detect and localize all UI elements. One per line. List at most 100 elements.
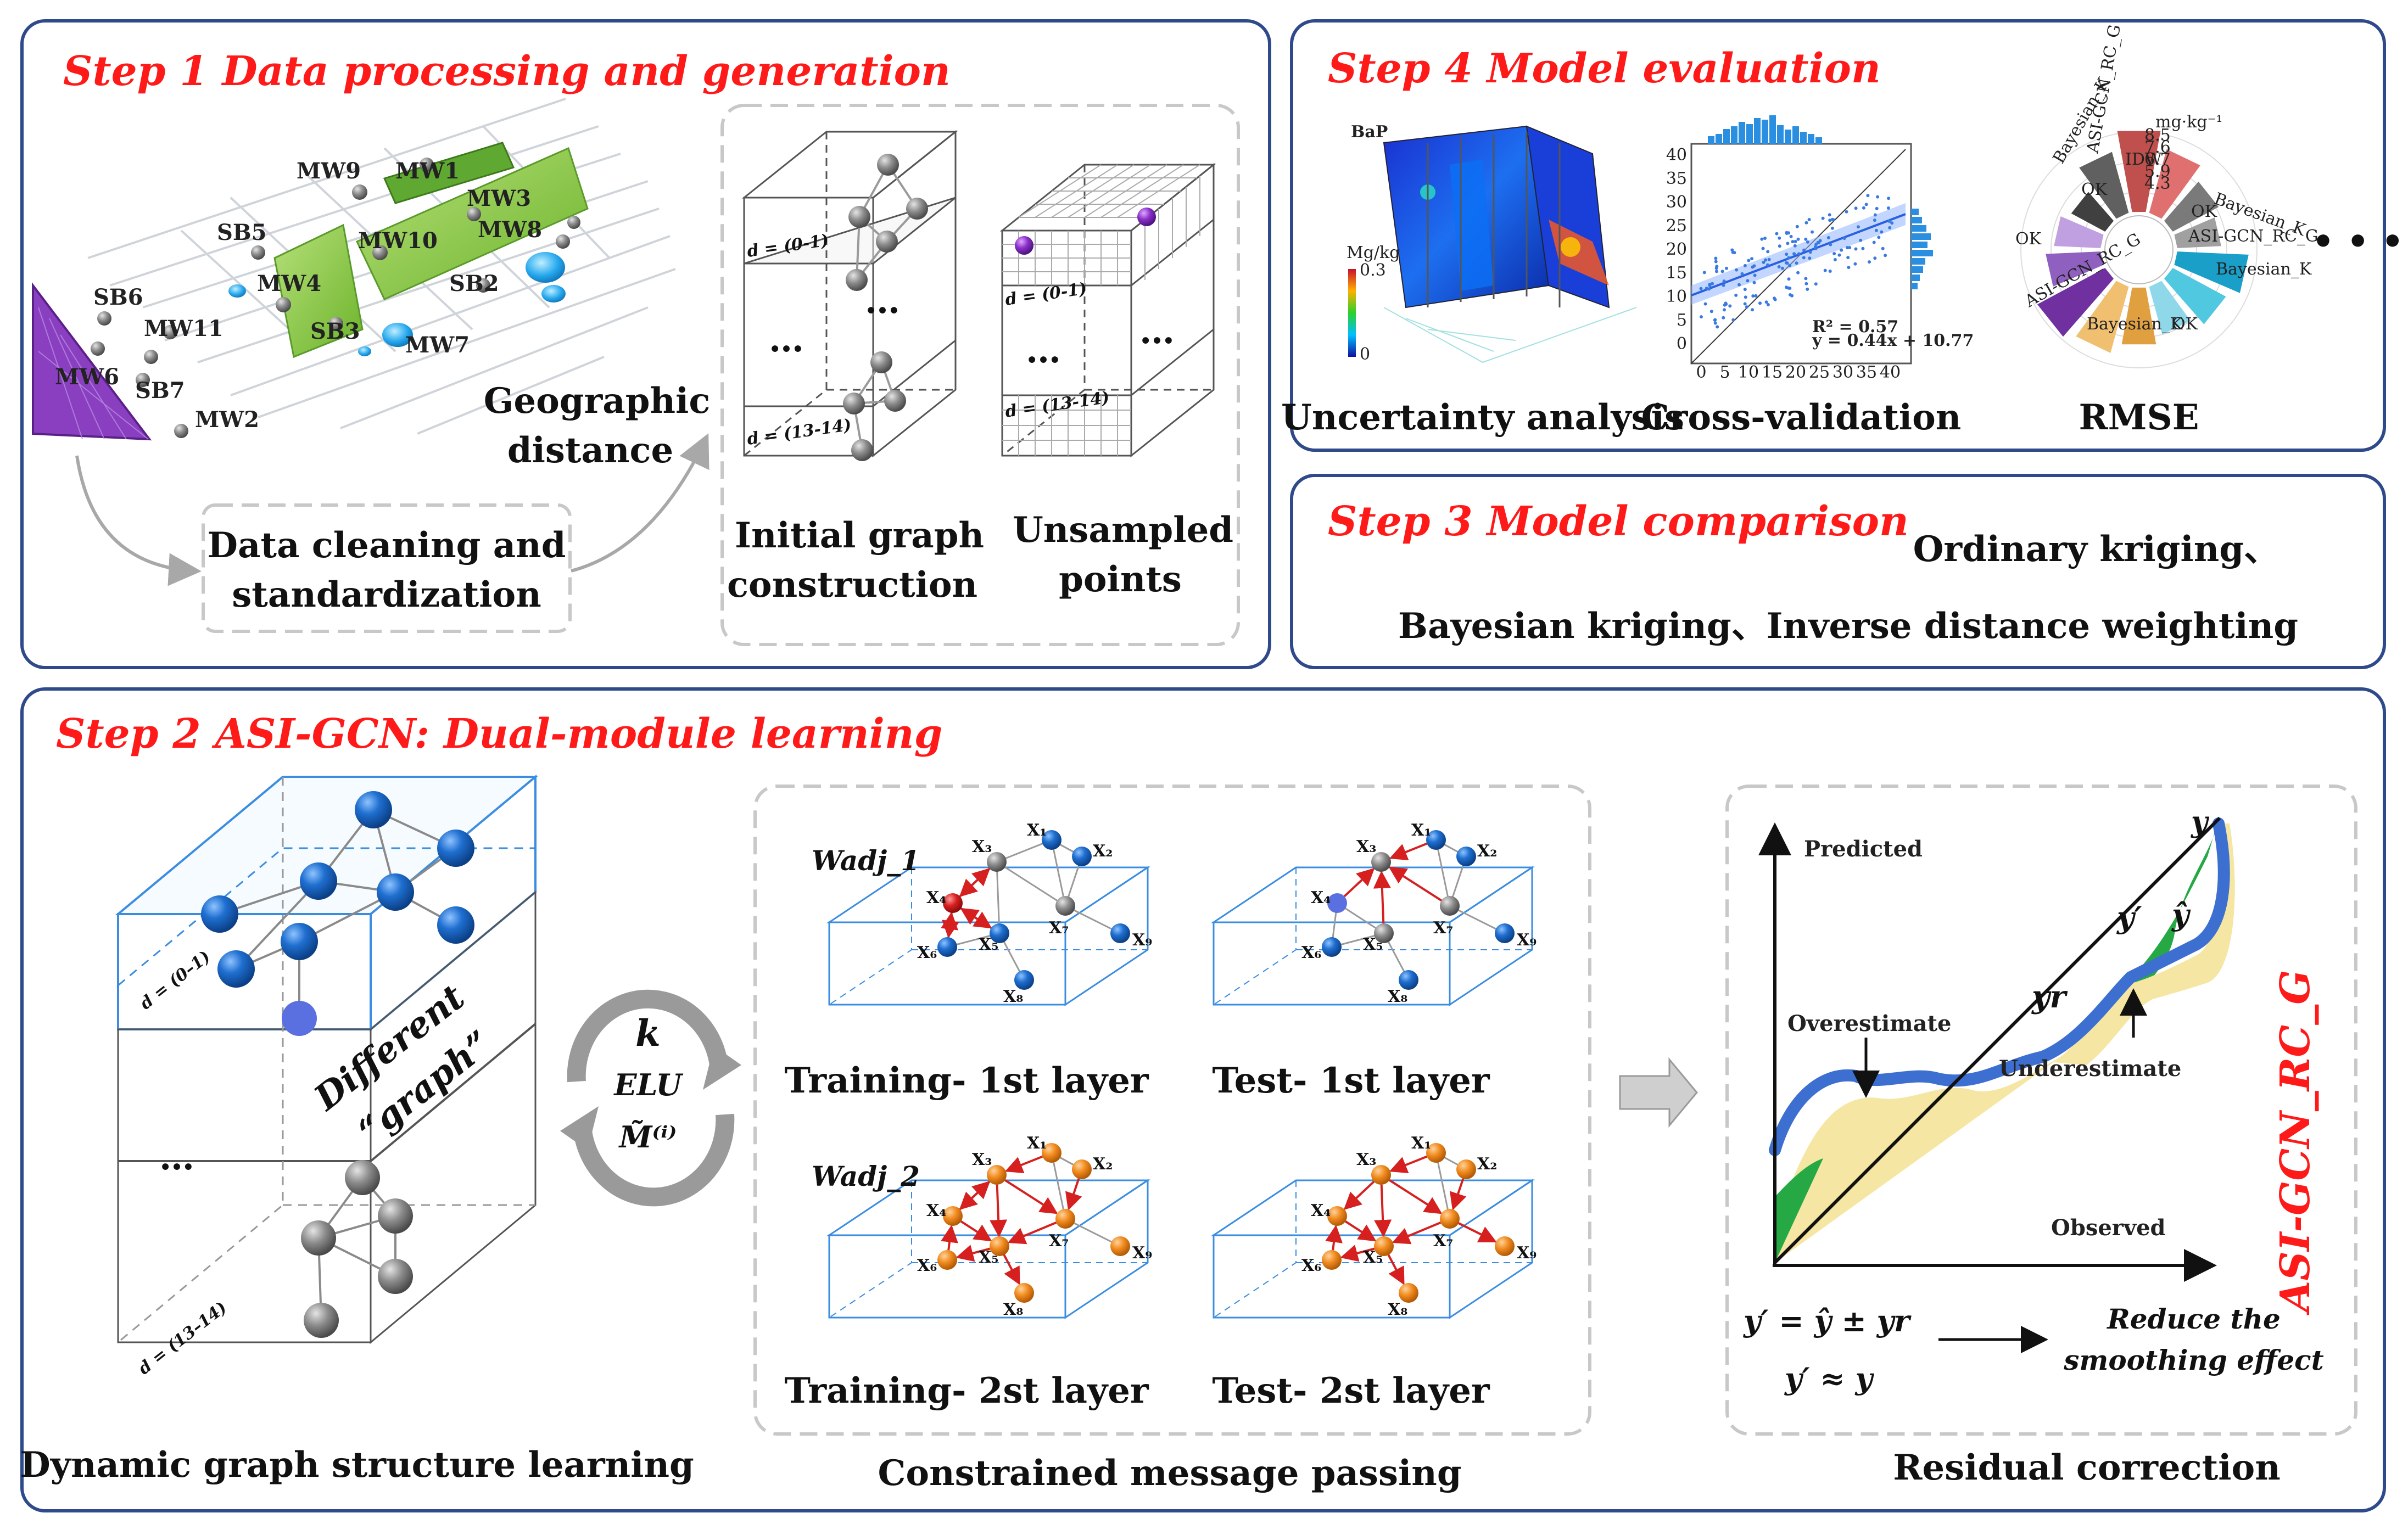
message-arrow: [1389, 1179, 1443, 1214]
cv-point: [1766, 303, 1770, 306]
well-label-mw2: MW2: [195, 407, 259, 433]
cv-point: [1802, 248, 1806, 252]
message-arrow: [959, 867, 991, 898]
message-arrow: [1389, 1155, 1428, 1174]
y-hat-label: ŷ: [2171, 897, 2191, 932]
rmse-radial-chart: mg·kg⁻¹ 8.5 7.6 6.7 5.9 4.3 Bayesian_K O…: [2015, 23, 2318, 368]
cv-point: [1715, 265, 1719, 268]
step3-panel: [1290, 474, 2386, 669]
node-label: X₇: [1049, 918, 1069, 938]
node-label: X₉: [1132, 931, 1152, 950]
graph-node: [987, 852, 1007, 872]
cv-point: [1862, 206, 1865, 210]
cv-point: [1740, 272, 1744, 276]
cv-point: [1703, 302, 1707, 306]
dynamic-depth-bottom: d = (13–14): [135, 1298, 230, 1379]
cv-point: [1747, 259, 1751, 262]
graph-edge: [1435, 1152, 1451, 1219]
rmse-tick-3: 6.7: [2144, 150, 2171, 169]
cv-point: [1802, 256, 1806, 260]
uncertainty-plot: BaP Mg/kg 0.3 0: [1306, 107, 1645, 368]
cv-point: [1723, 308, 1726, 312]
cv-point: [1796, 271, 1800, 274]
cv-point: [1846, 256, 1850, 260]
cv-point: [1751, 308, 1754, 312]
node-label: X₅: [979, 1248, 998, 1267]
initial-depth-bottom: d = (13-14): [746, 416, 852, 449]
rmse-unit: mg·kg⁻¹: [2155, 113, 2222, 132]
graph-edge: [1065, 1218, 1121, 1247]
cv-xtick-0: 0: [1696, 363, 1706, 382]
cv-ytick-20: 20: [1666, 240, 1687, 259]
cv-point: [1728, 304, 1732, 308]
cycle-k: k: [635, 1012, 661, 1055]
cv-point: [1790, 294, 1794, 298]
graph-edge: [1449, 905, 1505, 934]
cv-ytick-15: 15: [1666, 264, 1687, 283]
cv-point: [1856, 225, 1860, 229]
cv-ytick-5: 5: [1677, 311, 1687, 330]
cv-point: [1884, 254, 1887, 257]
rmse-bar: [2071, 192, 2114, 232]
node-label: X₆: [917, 943, 937, 962]
rmse-label-7: ASI-GCN_RC_G: [2188, 227, 2318, 246]
cv-xtick-40: 40: [1880, 363, 1901, 382]
step3-title: Step 3 Model comparison: [1328, 498, 1909, 545]
cv-point: [1708, 283, 1712, 287]
cv-point: [1868, 260, 1871, 264]
site-map: MW9 MW1 MW3 MW8 SB5 MW10 MW4 SB2 SB6 MW1…: [32, 98, 676, 441]
cv-point: [1702, 271, 1706, 274]
node-label: X₄: [926, 1201, 946, 1220]
unsampled-grid: [1002, 164, 1200, 456]
node-label: X₅: [1363, 935, 1383, 954]
cv-point: [1763, 237, 1767, 240]
initial-ellipsis-2: …: [865, 281, 900, 322]
unsampled-ellipsis-1: …: [1026, 330, 1061, 371]
cv-point: [1722, 316, 1725, 320]
cv-point: [1873, 218, 1876, 222]
cv-point: [1866, 194, 1870, 198]
rmse-bar: [2164, 181, 2219, 232]
cv-point: [1788, 264, 1792, 267]
graph-edge: [996, 861, 1066, 907]
cv-ytick-40: 40: [1666, 145, 1687, 165]
cv-point: [1766, 263, 1769, 267]
cv-point: [1887, 197, 1891, 200]
rmse-label-2: OK: [2081, 180, 2108, 199]
graph-node: [1042, 1143, 1061, 1163]
well-label-sb3: SB3: [310, 318, 360, 344]
cv-ytick-10: 10: [1666, 287, 1687, 306]
cv-point: [1873, 256, 1877, 260]
rmse-tick-4: 5.9: [2144, 162, 2171, 181]
cv-point: [1750, 257, 1754, 261]
sub-caption-train-2: Training- 2st layer: [784, 1370, 1149, 1411]
cv-point: [1887, 220, 1891, 223]
cv-point: [1744, 295, 1747, 299]
node-label: X₃: [1356, 837, 1376, 856]
rmse-bar: [2174, 217, 2221, 248]
cv-ytick-25: 25: [1666, 216, 1687, 236]
rmse-tick-1: 8.5: [2144, 126, 2171, 145]
node-label: X₂: [1093, 1155, 1113, 1174]
message-arrow: [1392, 1222, 1442, 1245]
cv-point: [1831, 218, 1835, 222]
cv-point: [1752, 281, 1756, 284]
cv-point: [1854, 247, 1858, 251]
cv-point: [1804, 221, 1808, 225]
graph-node: [1072, 847, 1092, 866]
cv-point: [1818, 239, 1822, 243]
node-label: X₅: [979, 935, 998, 954]
cv-xtick-25: 25: [1809, 363, 1830, 382]
cv-point: [1787, 277, 1791, 281]
message-arrow: [1345, 1220, 1377, 1242]
residual-plot: [1758, 816, 2235, 1282]
graph-node: [943, 893, 963, 913]
graph-node: [1055, 896, 1075, 916]
cv-point: [1806, 240, 1809, 244]
caption-uncertainty: Uncertainty analysis: [1281, 397, 1684, 438]
node-label: X₁: [1027, 1134, 1047, 1153]
cv-point: [1745, 305, 1748, 309]
cv-point: [1743, 302, 1747, 306]
cv-point: [1872, 240, 1876, 244]
node-label: X₃: [972, 837, 992, 856]
